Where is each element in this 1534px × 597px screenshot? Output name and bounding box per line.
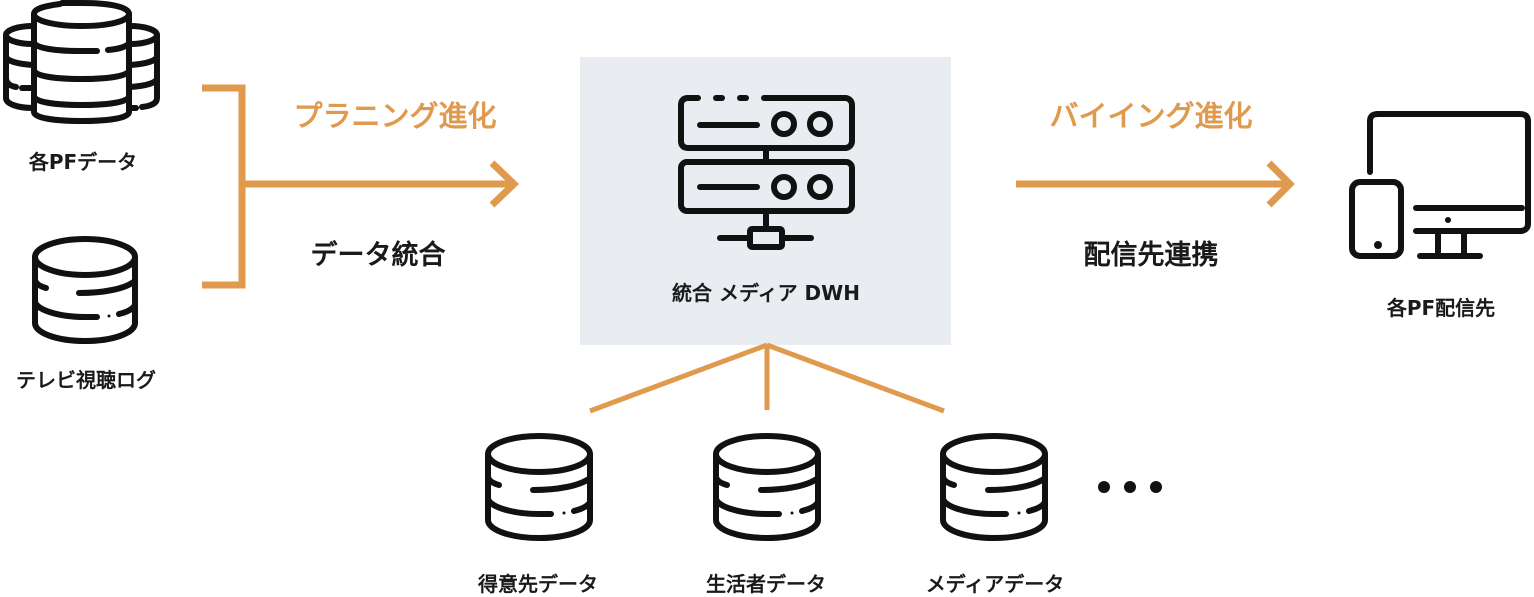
source-label-pf-data: 各PFデータ — [28, 150, 138, 174]
data-integration-caption: データ統合 — [310, 240, 446, 271]
database-icon — [32, 236, 138, 344]
planning-evolution-title: プラニング進化 — [293, 99, 497, 133]
feed-connectors — [589, 342, 945, 414]
distribution-arrow — [1016, 160, 1295, 208]
database-icon — [485, 433, 593, 541]
hub-box — [580, 57, 951, 345]
server-network-icon — [678, 95, 855, 250]
database-icon — [940, 433, 1048, 541]
buying-evolution-title: バイイング進化 — [1049, 99, 1253, 133]
hub-label: 統合 メディア DWH — [672, 281, 860, 305]
database-icon — [713, 433, 821, 541]
multi-database-icon — [3, 0, 160, 124]
source-label-tv-log: テレビ視聴ログ — [16, 368, 156, 392]
devices-icon — [1349, 111, 1531, 259]
destination-linkage-caption: 配信先連携 — [1083, 240, 1219, 271]
ellipsis-icon — [1098, 481, 1162, 493]
merge-bracket — [202, 84, 520, 289]
destination-label: 各PF配信先 — [1386, 296, 1496, 320]
feed-label-consumer-data: 生活者データ — [706, 572, 826, 596]
feed-label-media-data: メディアデータ — [925, 572, 1065, 596]
feed-label-client-data: 得意先データ — [478, 572, 598, 596]
